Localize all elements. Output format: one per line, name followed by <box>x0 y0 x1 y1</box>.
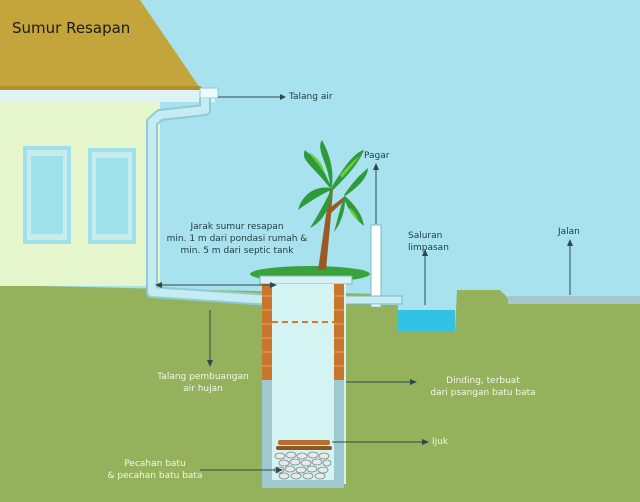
roof-edge <box>0 86 206 90</box>
ijuk-layer <box>278 440 330 445</box>
shaft-wall-right <box>334 380 344 486</box>
brick-wall-left <box>262 284 272 380</box>
arrows <box>162 96 571 471</box>
window-left-pane <box>31 156 63 234</box>
downpipe-inner <box>148 98 271 304</box>
gutter <box>199 87 219 99</box>
tree-leaf-highlights <box>309 152 360 222</box>
well-shaft <box>270 284 346 484</box>
road-surface <box>508 296 640 304</box>
shaft-bottom <box>262 480 344 488</box>
drain-water <box>398 310 455 332</box>
label-pagar: Pagar <box>364 151 390 161</box>
brick-wall-right <box>334 284 344 380</box>
eave <box>0 90 215 102</box>
label-pecahan-batu: Pecahan batu & pecahan batu bata <box>107 459 203 481</box>
well-cover <box>259 275 353 285</box>
label-talang-pembuangan: Talang pembuangan air hujan <box>157 372 249 394</box>
label-dinding: Dinding, terbuat dari psangan batu bata <box>430 376 536 398</box>
diagram-title: Sumur Resapan <box>12 19 131 37</box>
label-jalan: Jalan <box>558 227 580 237</box>
fence-post <box>370 224 382 308</box>
ijuk-layer-2 <box>276 446 332 450</box>
arrowheads <box>155 94 573 473</box>
roof <box>0 0 200 88</box>
label-saluran-limpasan: Saluran limpasan <box>408 231 449 253</box>
label-ijuk: Ijuk <box>432 437 449 447</box>
brick-pattern <box>262 295 344 367</box>
shaft-wall-left <box>262 380 272 486</box>
tree-branch <box>327 196 346 214</box>
label-jarak-sumur: Jarak sumur resapan min. 1 m dari pondas… <box>166 222 308 256</box>
label-talang-air: Talang air <box>289 92 333 102</box>
window-right-pane <box>96 158 128 234</box>
